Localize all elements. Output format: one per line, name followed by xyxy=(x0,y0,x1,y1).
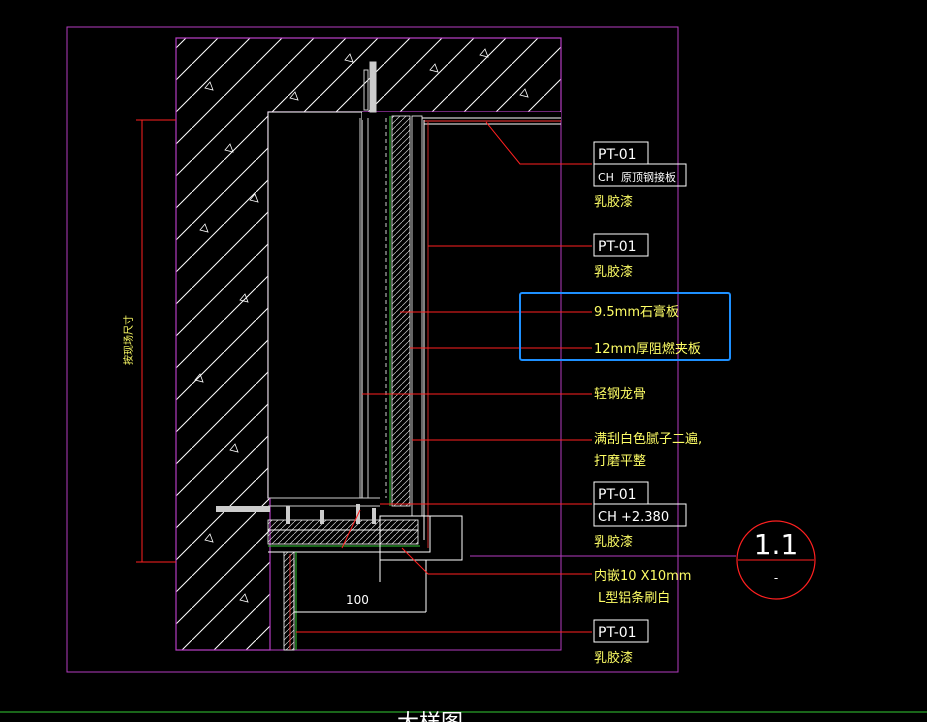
tag-1-material: 乳胶漆 xyxy=(594,194,633,210)
wall-opening xyxy=(267,111,363,499)
note-trim-line2: L型铝条刷白 xyxy=(598,590,670,606)
tag-2-code: PT-01 xyxy=(598,239,637,255)
vertical-dimension xyxy=(136,119,176,563)
tag-4-material: 乳胶漆 xyxy=(594,650,633,666)
section-mark-bottom: - xyxy=(774,571,778,585)
dimension-value: 100 xyxy=(346,593,369,607)
channel-frame xyxy=(268,118,387,507)
leader-lines xyxy=(296,121,592,633)
tag-4-code: PT-01 xyxy=(598,625,637,641)
tag-1-code: PT-01 xyxy=(598,147,637,163)
tag-1[interactable]: PT-01 CH 原顶钢接板 乳胶漆 xyxy=(593,141,687,210)
vertical-note: 按现场尺寸 xyxy=(122,315,135,365)
tag-3[interactable]: PT-01 CH +2.380 乳胶漆 xyxy=(593,481,687,550)
bottom-caption: 大样图 xyxy=(397,711,463,722)
tag-4[interactable]: PT-01 乳胶漆 xyxy=(593,619,649,666)
tag-3-material: 乳胶漆 xyxy=(594,534,633,550)
wall-lining-layers xyxy=(389,115,561,548)
hanger-bolt-top xyxy=(363,61,377,113)
drawing-frame-outer xyxy=(66,26,679,673)
tag-3-code: PT-01 xyxy=(598,487,637,503)
note-putty-line2: 打磨平整 xyxy=(594,454,646,469)
tag-2-material: 乳胶漆 xyxy=(594,264,633,280)
tag-2[interactable]: PT-01 乳胶漆 xyxy=(593,233,649,280)
aluminium-l-trim xyxy=(379,515,463,612)
note-fireboard: 12mm厚阻燃夹板 xyxy=(594,341,701,357)
note-putty-line1: 满刮白色腻子二遍, xyxy=(594,431,702,447)
note-gypsum: 9.5mm石膏板 xyxy=(594,304,679,320)
section-mark-top: 1.1 xyxy=(754,528,799,561)
ceiling-void xyxy=(362,112,561,120)
tag-1-sub: CH 原顶钢接板 xyxy=(598,170,676,184)
note-trim-line1: 内嵌10 X10mm xyxy=(594,568,691,584)
note-keel: 轻钢龙骨 xyxy=(594,387,646,402)
highlight-box[interactable] xyxy=(519,292,731,361)
dimension-line xyxy=(293,560,426,618)
tag-3-sub: CH +2.380 xyxy=(598,510,669,525)
section-mark[interactable]: 1.1 - xyxy=(736,520,816,600)
